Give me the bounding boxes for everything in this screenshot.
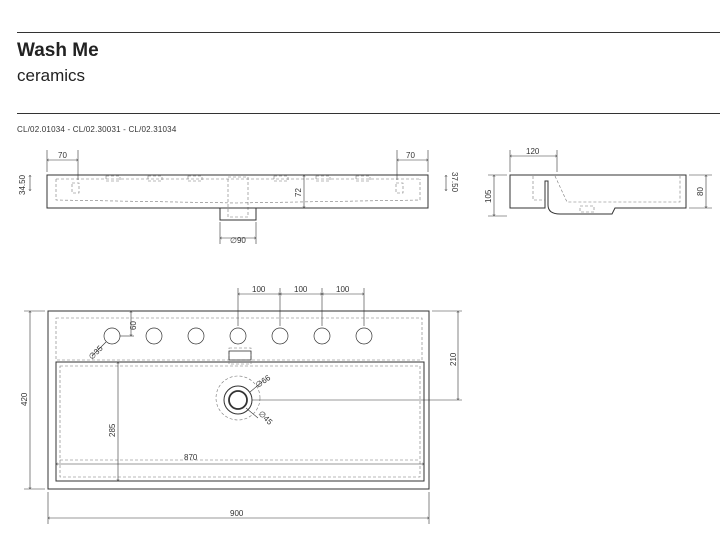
side-body-outline: [509, 174, 687, 215]
side-hidden-lines: [532, 175, 681, 213]
brand-title: Wash Me: [17, 40, 99, 61]
front-left-height-label: 34.50: [18, 174, 27, 195]
front-drain-outline: [219, 207, 257, 221]
drain-inner-label: ∅45: [257, 409, 275, 427]
side-dimension-lines: [488, 150, 712, 216]
total-width-label: 900: [230, 509, 244, 518]
depth-to-drain-label: 210: [449, 352, 458, 366]
hole-spacing-label-1: 100: [252, 285, 266, 294]
top-view: [24, 288, 462, 524]
tap-hole-offset-label: 60: [129, 321, 138, 330]
tap-hole: [229, 327, 247, 345]
tap-hole: [271, 327, 289, 345]
front-drain-diameter-label: ∅90: [230, 236, 246, 245]
brand-subtitle: ceramics: [17, 66, 86, 85]
tap-hole-diameter-label: ∅35: [87, 343, 105, 361]
tap-hole: [145, 327, 163, 345]
tap-hole: [355, 327, 373, 345]
basin-width-label: 870: [184, 453, 198, 462]
tap-hole: [187, 327, 205, 345]
front-right-height-label: 37.50: [450, 172, 459, 193]
side-total-height-label: 105: [484, 189, 493, 203]
basin-depth-label: 285: [108, 423, 117, 437]
side-top-width-label: 120: [526, 147, 540, 156]
side-right-height-label: 80: [696, 187, 705, 196]
hole-spacing-label-2: 100: [294, 285, 308, 294]
drain-outer-label: ∅66: [254, 373, 273, 390]
front-inner-height-label: 72: [294, 188, 303, 197]
tap-hole: [103, 327, 121, 345]
total-depth-label: 420: [20, 392, 29, 406]
tap-holes: [103, 327, 373, 345]
basin-outline: [55, 361, 425, 482]
front-dimension-lines: [30, 150, 446, 244]
side-view: [488, 150, 712, 216]
front-hidden-lines: [55, 175, 421, 218]
top-dimension-lines: [24, 288, 462, 524]
tap-hole: [313, 327, 331, 345]
product-codes: CL/02.01034 - CL/02.30031 - CL/02.31034: [17, 125, 177, 134]
overflow-slot: [228, 350, 252, 361]
front-view: [30, 150, 446, 244]
hole-spacing-label-3: 100: [336, 285, 350, 294]
front-left-offset-label: 70: [58, 151, 67, 160]
front-right-offset-label: 70: [406, 151, 415, 160]
top-hidden-lines: [55, 317, 423, 478]
top-rule: [17, 32, 720, 33]
drain-inner-circle: [228, 390, 248, 410]
header-rule: [17, 113, 720, 114]
